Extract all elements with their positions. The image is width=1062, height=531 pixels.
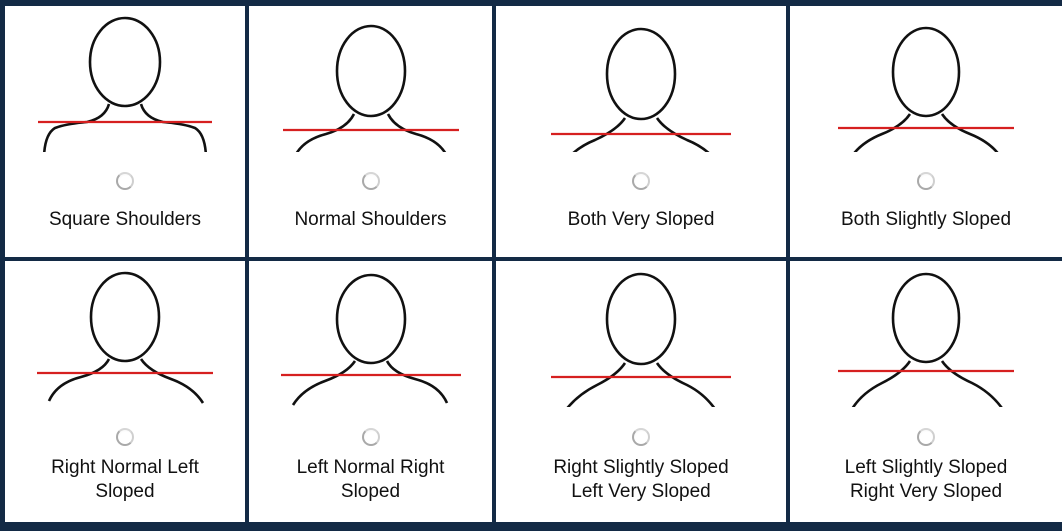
option-right-normal-left-sloped[interactable]: Right Normal Left Sloped	[5, 261, 245, 522]
both-slightly-sloped-figure-icon	[836, 16, 1016, 152]
radio-left-normal-right-sloped[interactable]	[362, 428, 380, 446]
option-left-normal-right-sloped[interactable]: Left Normal Right Sloped	[249, 261, 492, 522]
radio-both-very-sloped[interactable]	[632, 172, 650, 190]
option-both-very-sloped[interactable]: Both Very Sloped	[496, 6, 786, 257]
radio-right-normal-left-sloped[interactable]	[116, 428, 134, 446]
normal-shoulders-figure-icon	[281, 16, 461, 152]
option-right-slightly-left-very-sloped[interactable]: Right Slightly Sloped Left Very Sloped	[496, 261, 786, 522]
radio-square-shoulders[interactable]	[116, 172, 134, 190]
option-normal-shoulders[interactable]: Normal Shoulders	[249, 6, 492, 257]
radio-both-slightly-sloped[interactable]	[917, 172, 935, 190]
both-very-sloped-figure-icon	[551, 16, 731, 152]
label-right-normal-left-sloped: Right Normal Left Sloped	[5, 456, 245, 504]
label-square-shoulders: Square Shoulders	[5, 208, 245, 232]
option-both-slightly-sloped[interactable]: Both Slightly Sloped	[790, 6, 1062, 257]
left-slightly-right-very-sloped-figure-icon	[836, 271, 1016, 407]
label-both-very-sloped: Both Very Sloped	[496, 208, 786, 232]
label-left-normal-right-sloped: Left Normal Right Sloped	[249, 456, 492, 504]
right-normal-left-sloped-figure-icon	[35, 271, 215, 407]
radio-normal-shoulders[interactable]	[362, 172, 380, 190]
label-left-slightly-right-very-sloped: Left Slightly Sloped Right Very Sloped	[790, 456, 1062, 504]
option-left-slightly-right-very-sloped[interactable]: Left Slightly Sloped Right Very Sloped	[790, 261, 1062, 522]
radio-right-slightly-left-very-sloped[interactable]	[632, 428, 650, 446]
right-slightly-left-very-sloped-figure-icon	[551, 271, 731, 407]
square-shoulders-figure-icon	[35, 16, 215, 152]
label-normal-shoulders: Normal Shoulders	[249, 208, 492, 232]
radio-left-slightly-right-very-sloped[interactable]	[917, 428, 935, 446]
label-both-slightly-sloped: Both Slightly Sloped	[790, 208, 1062, 232]
left-normal-right-sloped-figure-icon	[281, 271, 461, 407]
option-square-shoulders[interactable]: Square Shoulders	[5, 6, 245, 257]
label-right-slightly-left-very-sloped: Right Slightly Sloped Left Very Sloped	[496, 456, 786, 504]
